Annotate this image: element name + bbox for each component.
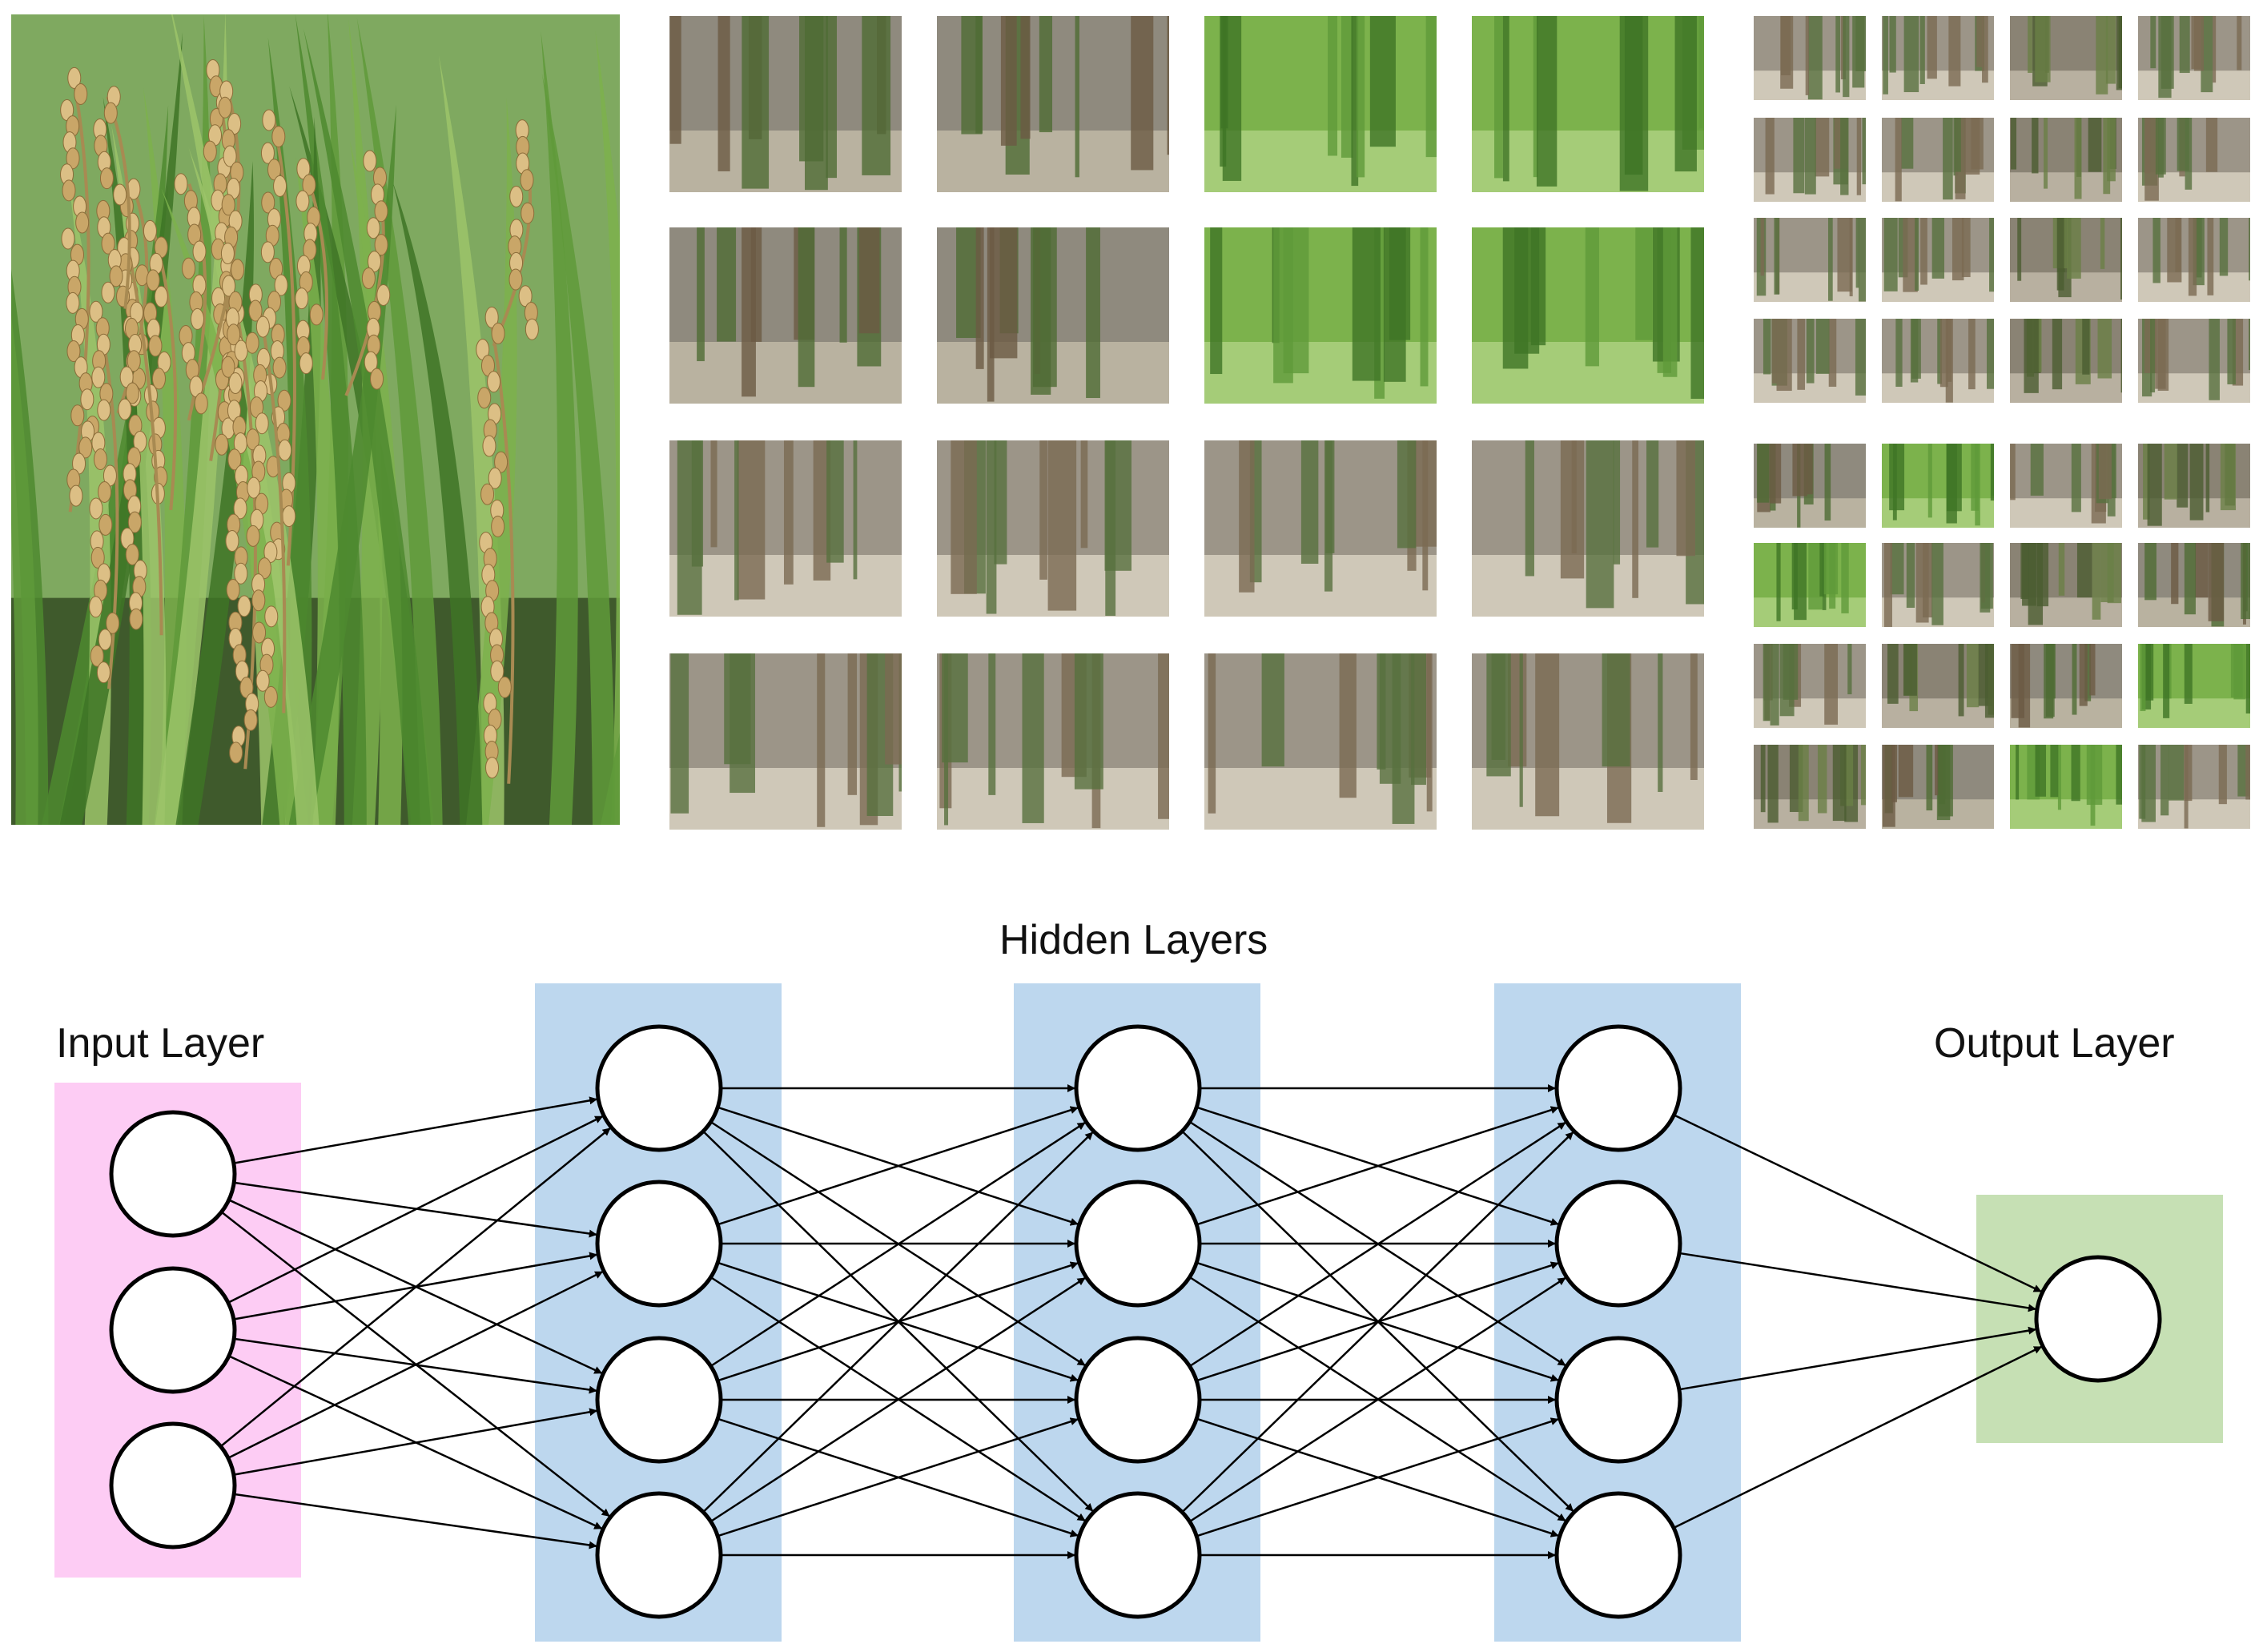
hidden-node (595, 1024, 723, 1152)
feature-patch (2010, 319, 2122, 403)
rice-plant-photo (11, 14, 620, 825)
connection-arrow (1188, 1276, 1566, 1523)
feature-patch (1882, 444, 1994, 528)
connection-arrow (1196, 1417, 1559, 1537)
feature-patch (2138, 745, 2250, 829)
feature-patch (937, 440, 1169, 617)
feature-patch (1754, 444, 1866, 528)
connection-arrow (717, 1106, 1079, 1226)
output-layer-label: Output Layer (1934, 1020, 2175, 1067)
connection-arrow (1678, 1326, 2037, 1391)
feature-patch (1204, 16, 1437, 192)
feature-patch (2138, 644, 2250, 728)
hidden-node (1074, 1180, 1202, 1308)
hidden-node (595, 1180, 723, 1308)
feature-patch (2138, 319, 2250, 403)
hidden-node (595, 1336, 723, 1464)
hidden-node (595, 1491, 723, 1619)
feature-patch (1754, 16, 1866, 100)
feature-patch (1472, 16, 1704, 192)
feature-patch (1754, 118, 1866, 202)
feature-patch (1754, 644, 1866, 728)
connection-arrow (227, 1115, 604, 1304)
connection-arrow (702, 1131, 1094, 1513)
feature-patch (937, 16, 1169, 192)
connection-arrow (234, 1493, 597, 1550)
connection-arrow (227, 1271, 604, 1459)
feature-patch (1204, 653, 1437, 830)
feature-patch (1472, 440, 1704, 617)
connections (219, 1084, 2043, 1559)
feature-patch (2138, 218, 2250, 302)
hidden-node (1554, 1180, 1682, 1308)
feature-patch (1882, 118, 1994, 202)
connection-arrow (1188, 1121, 1566, 1368)
photo-panels (11, 14, 2250, 830)
feature-patch (1882, 319, 1994, 403)
connection-arrow (219, 1127, 611, 1448)
input-node (109, 1266, 237, 1394)
hidden-layers-label: Hidden Layers (999, 917, 1268, 963)
feature-patch (1882, 543, 1994, 627)
hidden-node (1554, 1491, 1682, 1619)
feature-patch (1882, 745, 1994, 829)
feature-grid-small (1754, 16, 2250, 829)
feature-patch (2010, 644, 2122, 728)
neurons (109, 1024, 2162, 1619)
feature-patch (2010, 444, 2122, 528)
connection-arrow (709, 1122, 1086, 1368)
feature-patch (2138, 543, 2250, 627)
feature-patch (2010, 16, 2122, 100)
hidden-node (1074, 1491, 1202, 1619)
feature-patch (669, 653, 902, 830)
connection-arrow (1181, 1131, 1574, 1513)
feature-patch (1204, 440, 1437, 617)
feature-patch (1882, 16, 1994, 100)
feature-patch (1882, 218, 1994, 302)
feature-patch (2138, 16, 2250, 100)
output-node (2034, 1255, 2162, 1383)
input-node (109, 1110, 237, 1238)
feature-patch (1472, 653, 1704, 830)
input-layer-label: Input Layer (56, 1020, 265, 1067)
feature-grid-medium (669, 16, 1704, 830)
feature-patch (2138, 444, 2250, 528)
feature-patch (669, 16, 902, 192)
hidden-node (1074, 1336, 1202, 1464)
feature-patch (2010, 218, 2122, 302)
feature-patch (1882, 644, 1994, 728)
feature-patch (1204, 227, 1437, 404)
hidden-node (1554, 1024, 1682, 1152)
connection-arrow (233, 1408, 598, 1476)
hidden-node (1554, 1336, 1682, 1464)
feature-patch (2010, 543, 2122, 627)
feature-patch (2138, 118, 2250, 202)
feature-patch (1472, 227, 1704, 404)
feature-patch (2010, 745, 2122, 829)
connection-arrow (1673, 1345, 2043, 1529)
feature-patch (1754, 319, 1866, 403)
feature-patch (937, 653, 1169, 830)
feature-patch (937, 227, 1169, 404)
connection-arrow (233, 1096, 598, 1164)
connection-arrow (709, 1277, 1086, 1523)
input-node (109, 1421, 237, 1550)
feature-patch (1754, 218, 1866, 302)
feature-patch (1754, 543, 1866, 627)
feature-patch (669, 440, 902, 617)
connection-arrow (1196, 1106, 1559, 1226)
feature-patch (1754, 745, 1866, 829)
connection-arrow (1673, 1114, 2042, 1292)
hidden-node (1074, 1024, 1202, 1152)
connection-arrow (717, 1417, 1079, 1537)
connection-arrow (1678, 1252, 2036, 1312)
feature-patch (2010, 118, 2122, 202)
feature-patch (669, 227, 902, 404)
